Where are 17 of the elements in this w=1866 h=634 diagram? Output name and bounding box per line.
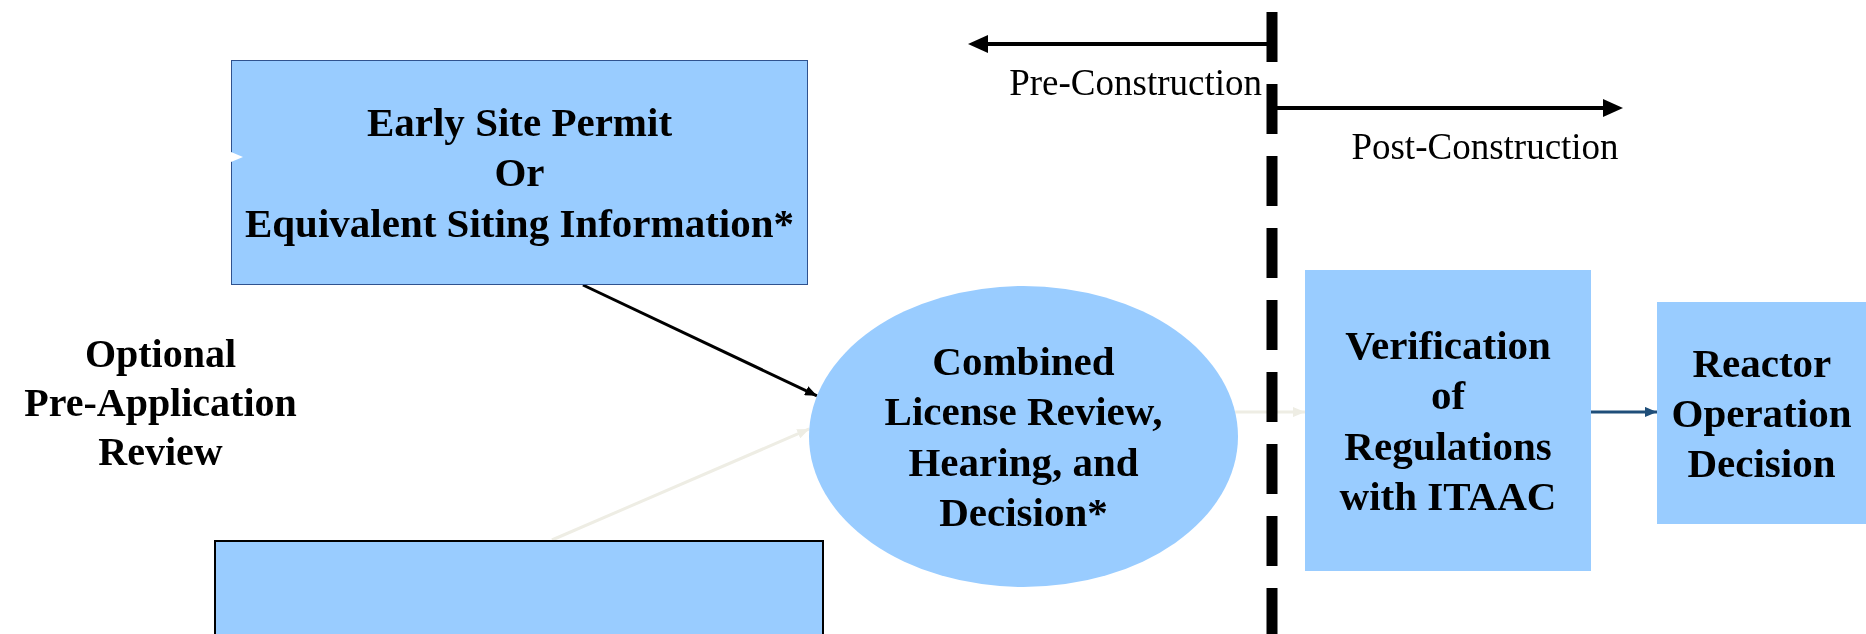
node-label: Combined License Review, Hearing, and Decision* xyxy=(883,337,1164,537)
phase-label: Post-Construction xyxy=(1350,125,1620,169)
arrow xyxy=(551,427,810,542)
arrow xyxy=(582,283,818,398)
arrow xyxy=(1235,407,1305,418)
node-label: Equivalent Siting Information* xyxy=(243,198,795,248)
process-box xyxy=(1657,302,1866,524)
phase-label: Pre-Construction xyxy=(1008,61,1262,105)
process-box xyxy=(231,60,808,285)
node-label: Or xyxy=(493,148,546,198)
node-label: Early Site Permit xyxy=(365,98,674,148)
process-box xyxy=(1305,270,1591,571)
node-label: Reactor Operation Decision xyxy=(1670,338,1853,488)
node-label: Verification of Regulations with ITAAC xyxy=(1338,321,1558,521)
side-label: Optional Pre-Application Review xyxy=(23,330,298,476)
arrow xyxy=(1591,406,1657,417)
process-box xyxy=(214,540,824,634)
